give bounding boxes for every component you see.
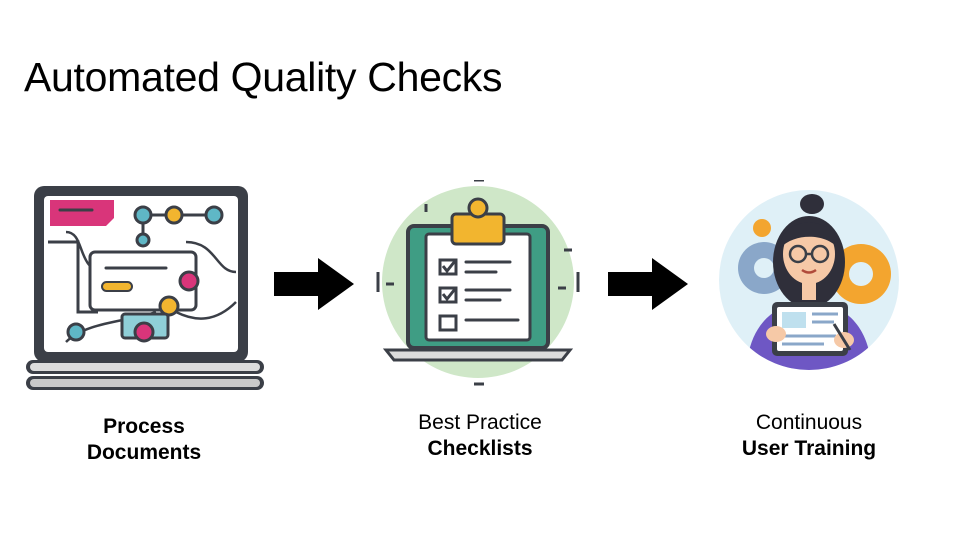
step-caption-line1: Best Practice: [418, 411, 542, 434]
step-caption-user-training: Continuous User Training: [706, 410, 912, 462]
step-caption-line2: Checklists: [427, 437, 533, 460]
user-training-icon: [719, 190, 899, 370]
clipboard-checklist-icon: [376, 180, 580, 386]
slide-title: Automated Quality Checks: [24, 54, 503, 100]
right-arrow-icon: [274, 258, 354, 310]
step-caption-checklists: Best Practice Checklists: [380, 410, 580, 462]
step-caption-line1: Continuous: [755, 411, 863, 434]
step-caption-line2: Documents: [86, 441, 202, 464]
step-caption-line1: Process: [103, 415, 185, 438]
step-caption-line2: User Training: [741, 437, 877, 460]
laptop-workflow-icon: [26, 186, 264, 390]
step-caption-process-documents: Process Documents: [46, 414, 242, 466]
right-arrow-icon: [608, 258, 688, 310]
